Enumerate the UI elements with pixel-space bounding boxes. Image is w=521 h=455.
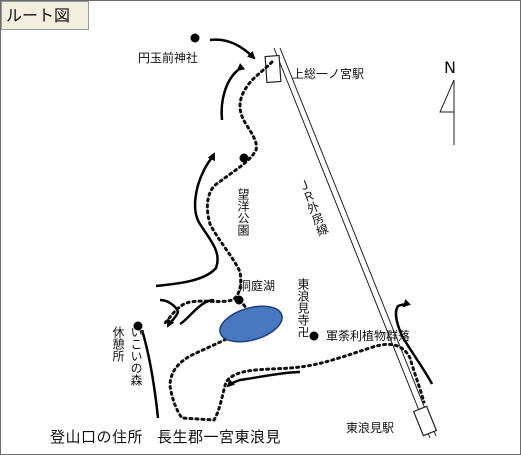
trailhead-address: 登山口の住所長生郡一宮東浪見 [50,426,295,447]
plants-label: 軍荼利植物群落 [326,329,411,343]
compass-icon [439,79,455,145]
park-marker [239,153,249,163]
park-label: 望洋公園 [236,188,250,236]
lake-marker [234,295,244,305]
route-arrows [140,38,434,419]
hiking-route [162,60,426,422]
forest-marker [133,321,143,331]
shrine-label: 円玉前神社 [138,51,199,65]
temple-label: 東浪見寺卍 [296,278,310,338]
address-value: 長生郡一宮東浪見 [157,428,282,446]
station-north-label: 上総一ノ宮駅 [292,67,365,81]
railway-line [273,47,437,439]
lake-label: 洞庭湖 [239,279,276,293]
plants-marker [309,331,319,341]
rest-area-label: 休憩所 [111,326,125,362]
map-title: ルート図 [1,1,89,30]
shrine-marker [190,33,200,43]
forest-label: いこいの森 [129,326,143,386]
lake-shape [219,305,283,343]
station-south-platform [412,405,438,437]
station-south-label: 東浪見駅 [346,421,395,435]
station-north-platform [264,54,282,84]
compass-north-label: N [444,58,456,77]
address-label: 登山口の住所 [50,428,144,446]
